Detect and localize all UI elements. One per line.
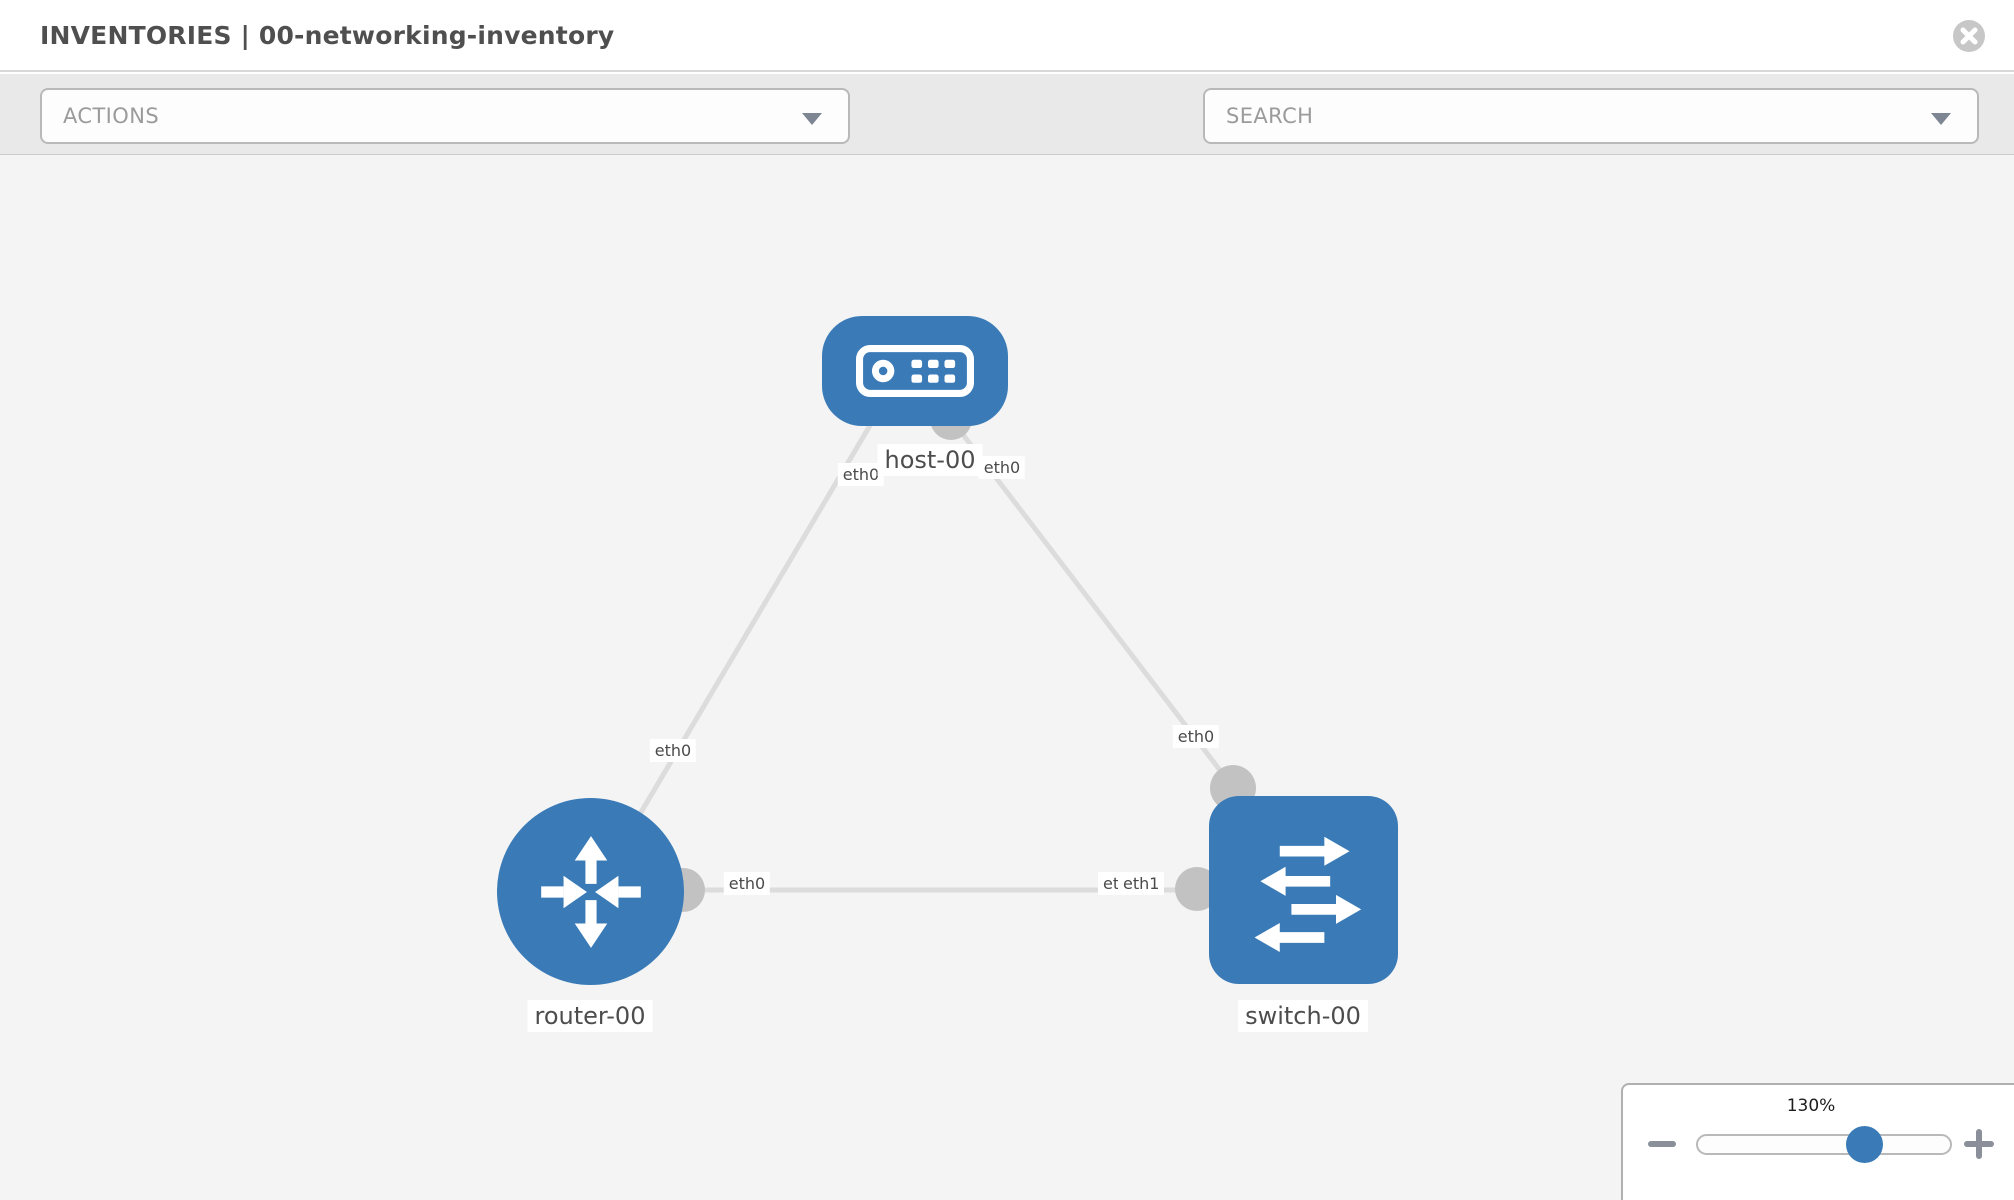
page-title: INVENTORIES | 00-networking-inventory xyxy=(40,21,615,50)
node-label-router-00: router-00 xyxy=(527,1000,653,1032)
interface-label-host-eth0-left: eth0 xyxy=(837,463,885,486)
chevron-down-icon xyxy=(1931,113,1951,125)
switch-icon xyxy=(1254,836,1361,953)
search-dropdown-label: SEARCH xyxy=(1226,104,1314,128)
actions-dropdown[interactable]: ACTIONS xyxy=(40,88,850,144)
zoom-out-icon[interactable] xyxy=(1647,1133,1677,1155)
close-icon[interactable] xyxy=(1952,19,1986,53)
zoom-slider-handle[interactable] xyxy=(1846,1126,1883,1163)
node-label-switch-00: switch-00 xyxy=(1238,1000,1368,1032)
search-dropdown[interactable]: SEARCH xyxy=(1203,88,1979,144)
actions-dropdown-label: ACTIONS xyxy=(63,104,160,128)
interface-label-router-eth0-right: eth0 xyxy=(723,872,771,895)
host-icon xyxy=(856,345,974,397)
links-layer xyxy=(592,398,1260,912)
zoom-slider-track[interactable] xyxy=(1696,1134,1952,1155)
link-host-router[interactable] xyxy=(592,415,878,892)
header: INVENTORIES | 00-networking-inventory xyxy=(0,0,2014,72)
chevron-down-icon xyxy=(802,113,822,125)
link-host-switch[interactable] xyxy=(949,417,1257,818)
interface-label-host-eth0-right: eth0 xyxy=(978,456,1026,479)
node-switch-00[interactable] xyxy=(1209,796,1398,984)
toolbar: ACTIONS SEARCH xyxy=(0,74,2014,206)
zoom-panel: 130% xyxy=(1621,1083,2014,1200)
interface-label-switch-eth1-left: eth1 xyxy=(1118,872,1165,895)
topology-canvas[interactable]: eth0 eth0 eth0 eth0 eth1 eth0 host-00 et… xyxy=(0,155,2014,1200)
interface-label-router-eth0-top: eth0 xyxy=(649,739,697,762)
interface-dot-switch-left[interactable] xyxy=(1175,867,1219,911)
zoom-in-icon[interactable] xyxy=(1964,1129,1994,1159)
node-router-00[interactable] xyxy=(497,798,684,985)
router-icon xyxy=(540,835,641,948)
node-label-host-00: host-00 xyxy=(877,444,983,476)
interface-label-switch-eth0-top: eth0 xyxy=(1172,725,1220,748)
zoom-level-value: 130% xyxy=(1786,1096,1836,1116)
node-host-00[interactable] xyxy=(822,316,1008,426)
